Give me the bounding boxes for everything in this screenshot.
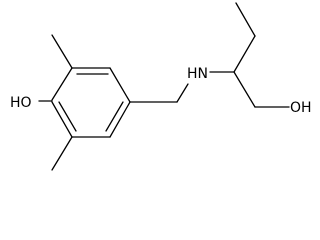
ring-bond-c5-c4-inner [58,101,77,132]
alcohol-hydroxyl-label: OH [290,100,312,116]
ring-bond-c1-c6-inner [105,101,124,132]
benzene-ring [51,67,131,138]
amine-label: HN [187,66,208,82]
ch-to-ch2-bond [233,35,256,73]
benzyl-to-nitrogen-bond [176,83,189,103]
ring-bond-c4-c3 [51,67,73,101]
ring-bond-c2-c1 [109,67,131,103]
chemical-structure-diagram: HO HN OH [10,2,312,171]
ring-bond-c1-c6 [109,101,131,138]
phenol-hydroxyl-label: HO [10,95,32,111]
methyl-bond-bottom [51,136,73,171]
ch-to-ch2oh-bond [233,71,256,108]
ch2-to-ch3-bond [235,2,256,37]
ring-bond-c5-c4 [51,101,73,138]
methyl-bond-top [51,34,73,69]
